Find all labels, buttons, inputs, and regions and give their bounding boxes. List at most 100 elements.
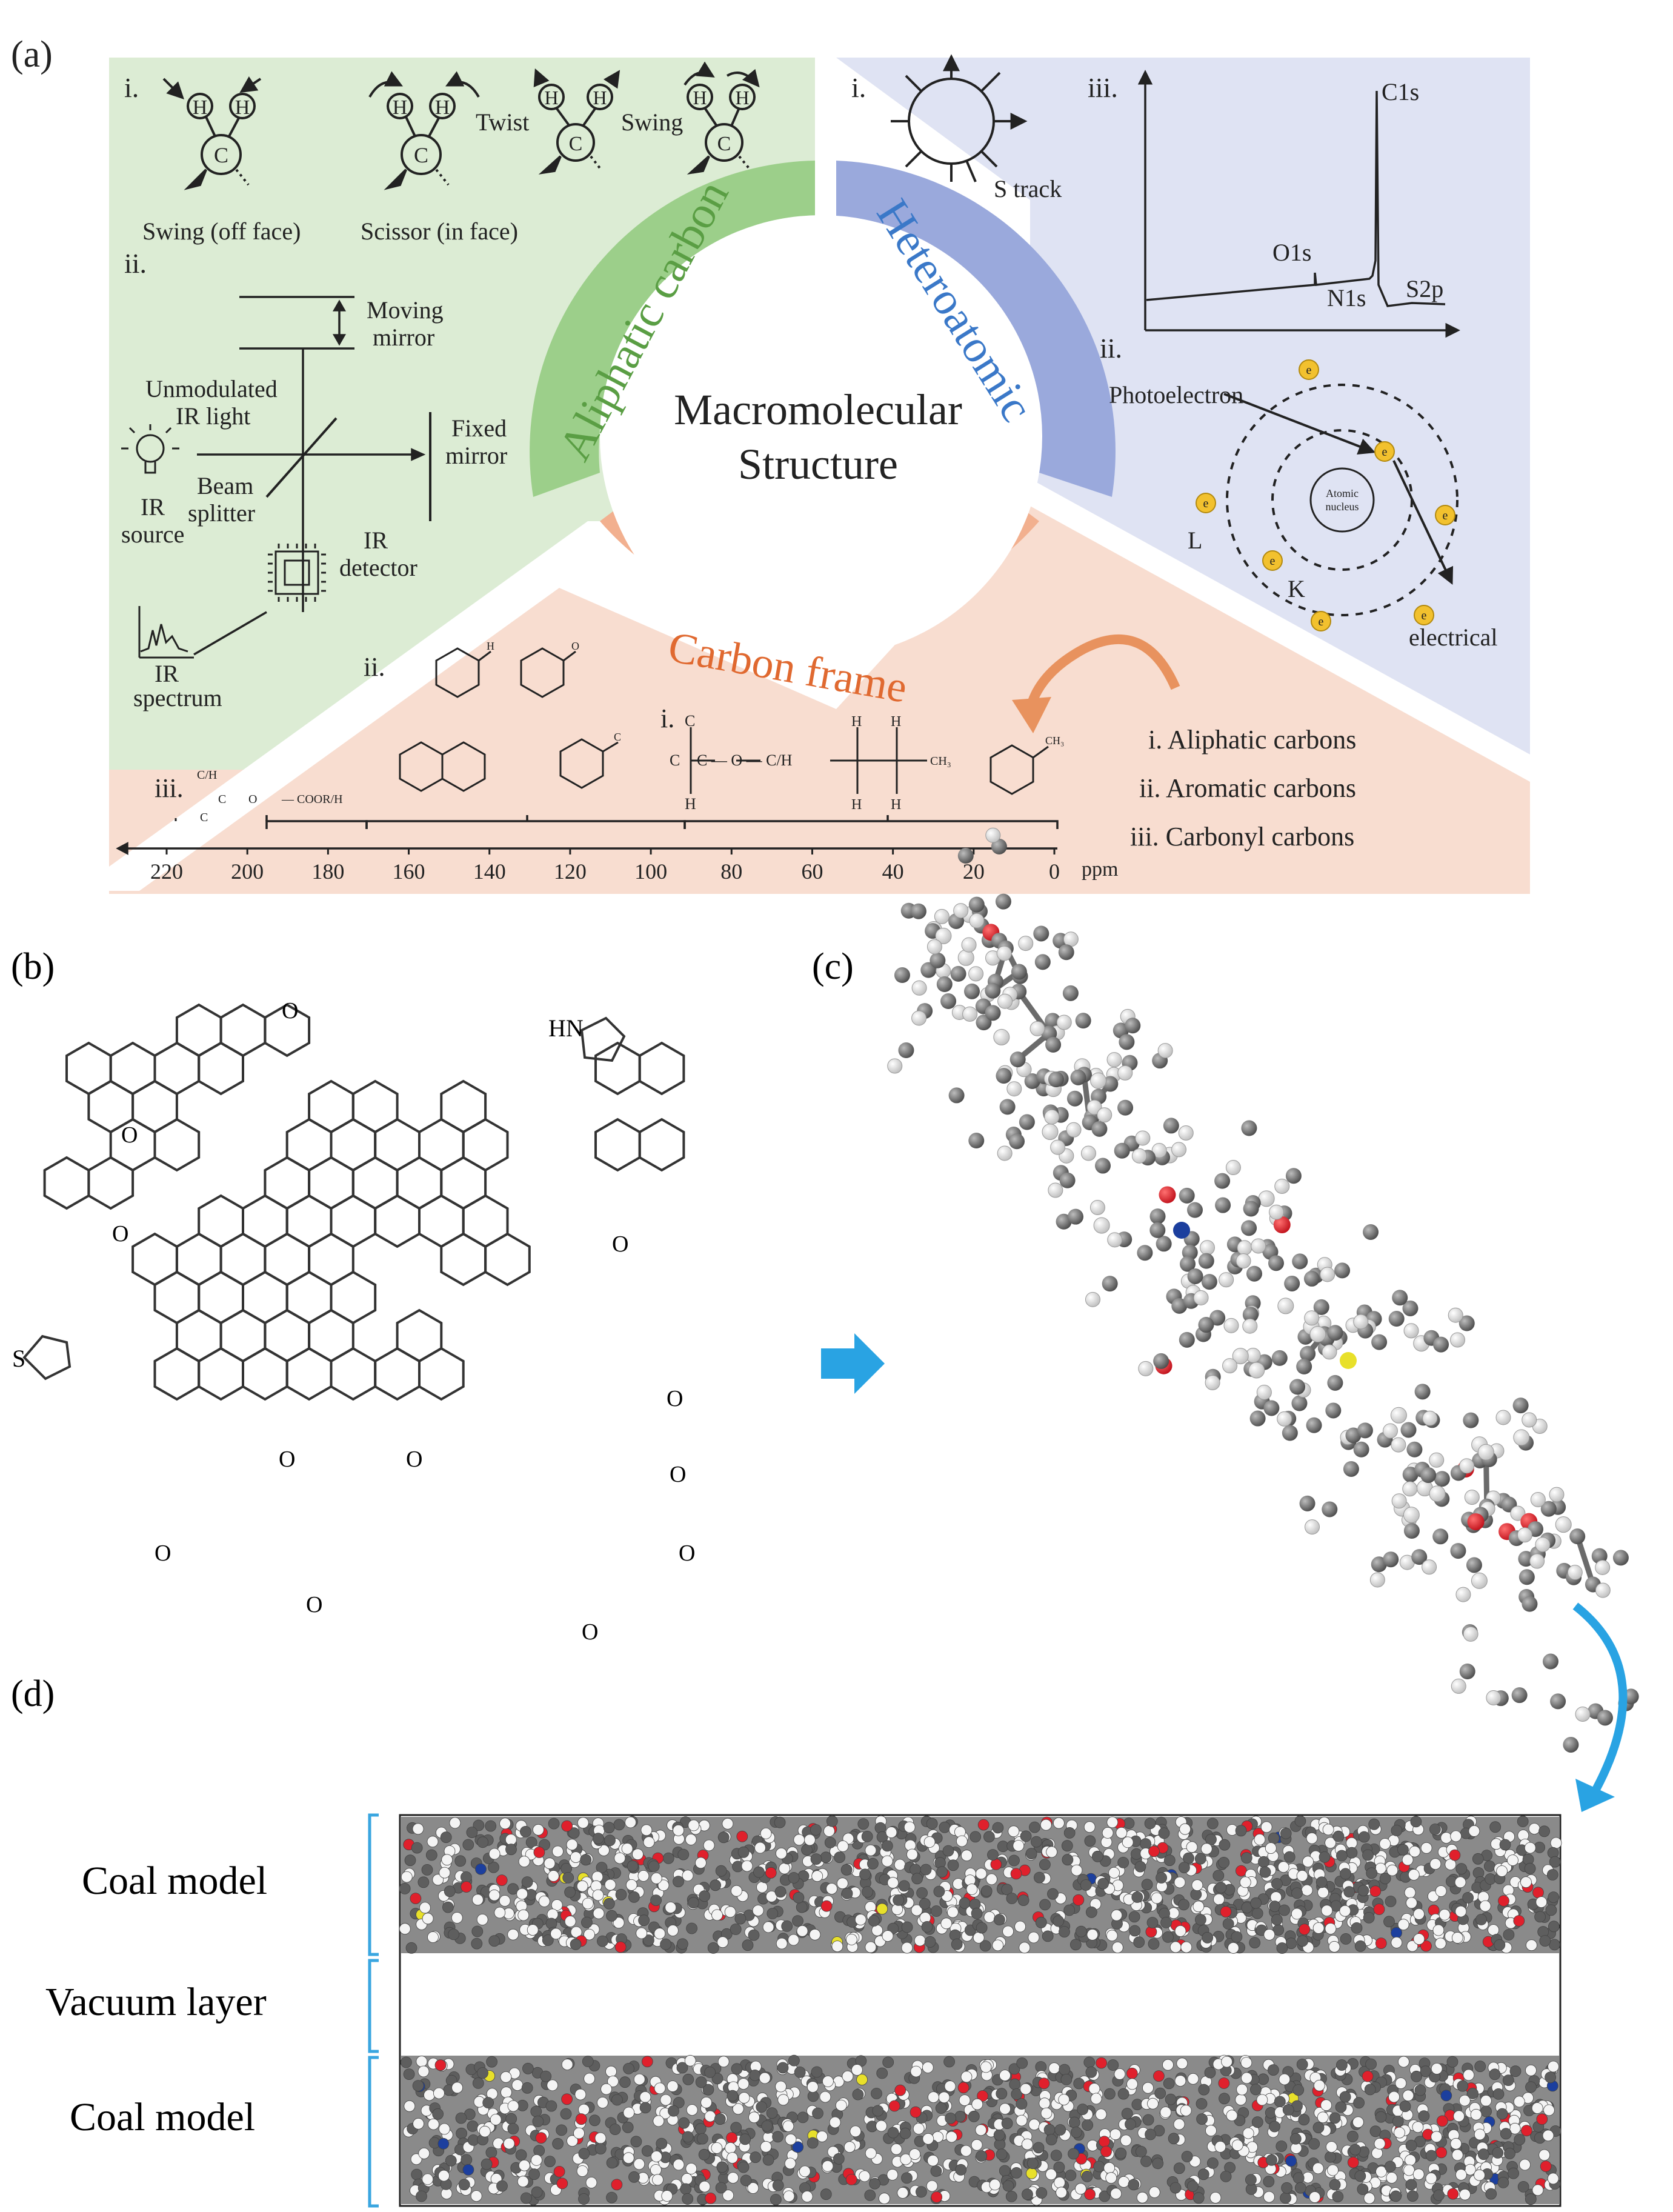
carbon-atom <box>606 1910 617 1922</box>
carbon-atom <box>697 2133 708 2145</box>
hydrogen-atom <box>1147 2097 1159 2110</box>
beam-splitter-label-2: splitter <box>188 499 255 527</box>
hetero-content: i. iii. ii. S track C1s O1s N1s S2p Phot… <box>851 54 1498 651</box>
cycle-arrow-head <box>1012 697 1051 733</box>
carbon-atom <box>1181 2151 1193 2162</box>
hydrogen-atom <box>1174 1925 1186 1937</box>
hydrogen-atom <box>738 2092 750 2104</box>
carbon-atom <box>1002 2180 1014 2192</box>
hydrogen-atom <box>777 2094 790 2106</box>
scissor-molecule <box>368 71 480 190</box>
carbon-atom <box>1345 1427 1362 1444</box>
carbon-atom <box>1163 1854 1176 1867</box>
carbon-atom <box>466 1827 478 1839</box>
legend-aliphatic-carbons: i. Aliphatic carbons <box>1148 725 1356 755</box>
carbon-atom <box>530 2105 542 2117</box>
carbon-atom <box>1070 1069 1086 1085</box>
hydrogen-atom <box>1402 2090 1414 2102</box>
carbon-atom <box>594 2143 607 2155</box>
hydrogen-atom <box>404 2100 416 2112</box>
hydrogen-atom <box>1375 2165 1387 2177</box>
ring <box>264 1003 311 1058</box>
carbon-atom <box>1329 2112 1341 2124</box>
hydrogen-atom <box>640 1824 653 1836</box>
hydrogen-atom <box>975 2124 987 2136</box>
carbon-atom <box>864 2189 876 2201</box>
oxygen-atom <box>1126 2067 1138 2079</box>
carbon-atom <box>936 976 953 993</box>
carbon-atom <box>488 1861 499 1873</box>
oxygen-atom <box>845 2174 857 2185</box>
carbon-atom <box>1542 1653 1558 1670</box>
carbon-atom <box>403 2068 415 2080</box>
hydrogen-atom <box>470 2190 482 2202</box>
carbon-atom <box>1209 1310 1226 1326</box>
carbon-atom <box>1392 2116 1404 2127</box>
carbon-atom <box>862 1886 873 1898</box>
carbon-atom <box>1549 1856 1561 1868</box>
ring <box>594 1118 641 1172</box>
carbon-atom <box>876 2067 888 2079</box>
carbon-atom <box>1187 1202 1203 1218</box>
hydrogen-atom <box>695 1857 707 1869</box>
carbon-atom <box>613 1819 625 1831</box>
carbon-atom <box>1414 1384 1431 1400</box>
carbon-atom <box>1008 2063 1020 2075</box>
carbon-atom <box>1220 2170 1232 2182</box>
carbon-atom <box>1205 1833 1217 1845</box>
hydrogen-atom <box>887 1058 903 1074</box>
carbon-atom <box>796 1901 808 1913</box>
hydrogen-atom <box>1403 2164 1415 2176</box>
carbon-atom <box>1163 1118 1179 1134</box>
carbon-atom <box>473 1819 485 1831</box>
ring <box>484 1232 531 1287</box>
hydrogen-atom <box>922 2133 934 2145</box>
carbon-atom <box>999 2165 1011 2177</box>
hydrogen-atom <box>1386 2172 1398 2184</box>
carbon-atom <box>716 2161 728 2173</box>
carbon-atom <box>1063 1827 1076 1839</box>
hydrogen-atom <box>903 1821 916 1833</box>
hydrogen-atom <box>1106 1930 1118 1942</box>
carbon-atom <box>1494 1939 1506 1951</box>
carbon-atom <box>533 2145 545 2157</box>
ppm-tick-label: 140 <box>473 859 506 884</box>
carbon-atom <box>714 2113 726 2125</box>
carbon-atom <box>627 1860 639 1872</box>
carbon-atom <box>1391 1825 1403 1836</box>
carbon-atom <box>727 2090 739 2102</box>
carbon-atom <box>416 2190 427 2202</box>
hydrogen-atom <box>1420 1842 1432 1854</box>
hydrogen-atom <box>1455 1905 1467 1917</box>
hydrogen-atom <box>762 1921 774 1933</box>
carbon-atom <box>942 1845 954 1857</box>
hydrogen-atom <box>1451 2149 1463 2161</box>
carbon-atom <box>404 1854 416 1867</box>
carbon-atom <box>477 1836 489 1848</box>
carbon-atom <box>472 2077 484 2089</box>
carbon-atom <box>1313 1299 1329 1315</box>
atom-h: H <box>193 96 208 119</box>
hydrogen-atom <box>1222 1358 1238 1374</box>
carbon-atom <box>1091 1121 1108 1137</box>
carbon-atom <box>581 1916 593 1928</box>
hydrogen-atom <box>1406 1897 1417 1909</box>
carbon-atom <box>1263 1400 1280 1416</box>
ppm-tick-label: 160 <box>393 859 425 884</box>
carbon-atom <box>1246 1265 1263 1282</box>
carbon-atom <box>1054 2124 1066 2136</box>
carbon-atom <box>730 2122 742 2134</box>
carbon-atom <box>698 2148 710 2160</box>
hydrogen-atom <box>1256 2094 1268 2106</box>
carbon-atom <box>1292 1253 1308 1270</box>
vacuum-layer-label: Vacuum layer <box>45 1980 267 2024</box>
hydrogen-atom <box>966 1884 978 1895</box>
ir-spectrum-label-2: spectrum <box>133 684 222 711</box>
carbon-atom <box>1042 1930 1054 1942</box>
hydrogen-atom <box>1048 2062 1060 2074</box>
carbon-atom <box>1249 1410 1266 1427</box>
carbon-atom <box>1163 2077 1175 2090</box>
carbon-atom <box>794 2066 806 2078</box>
carbon-atom <box>1459 1664 1475 1680</box>
carbon-atom <box>1197 2168 1209 2180</box>
